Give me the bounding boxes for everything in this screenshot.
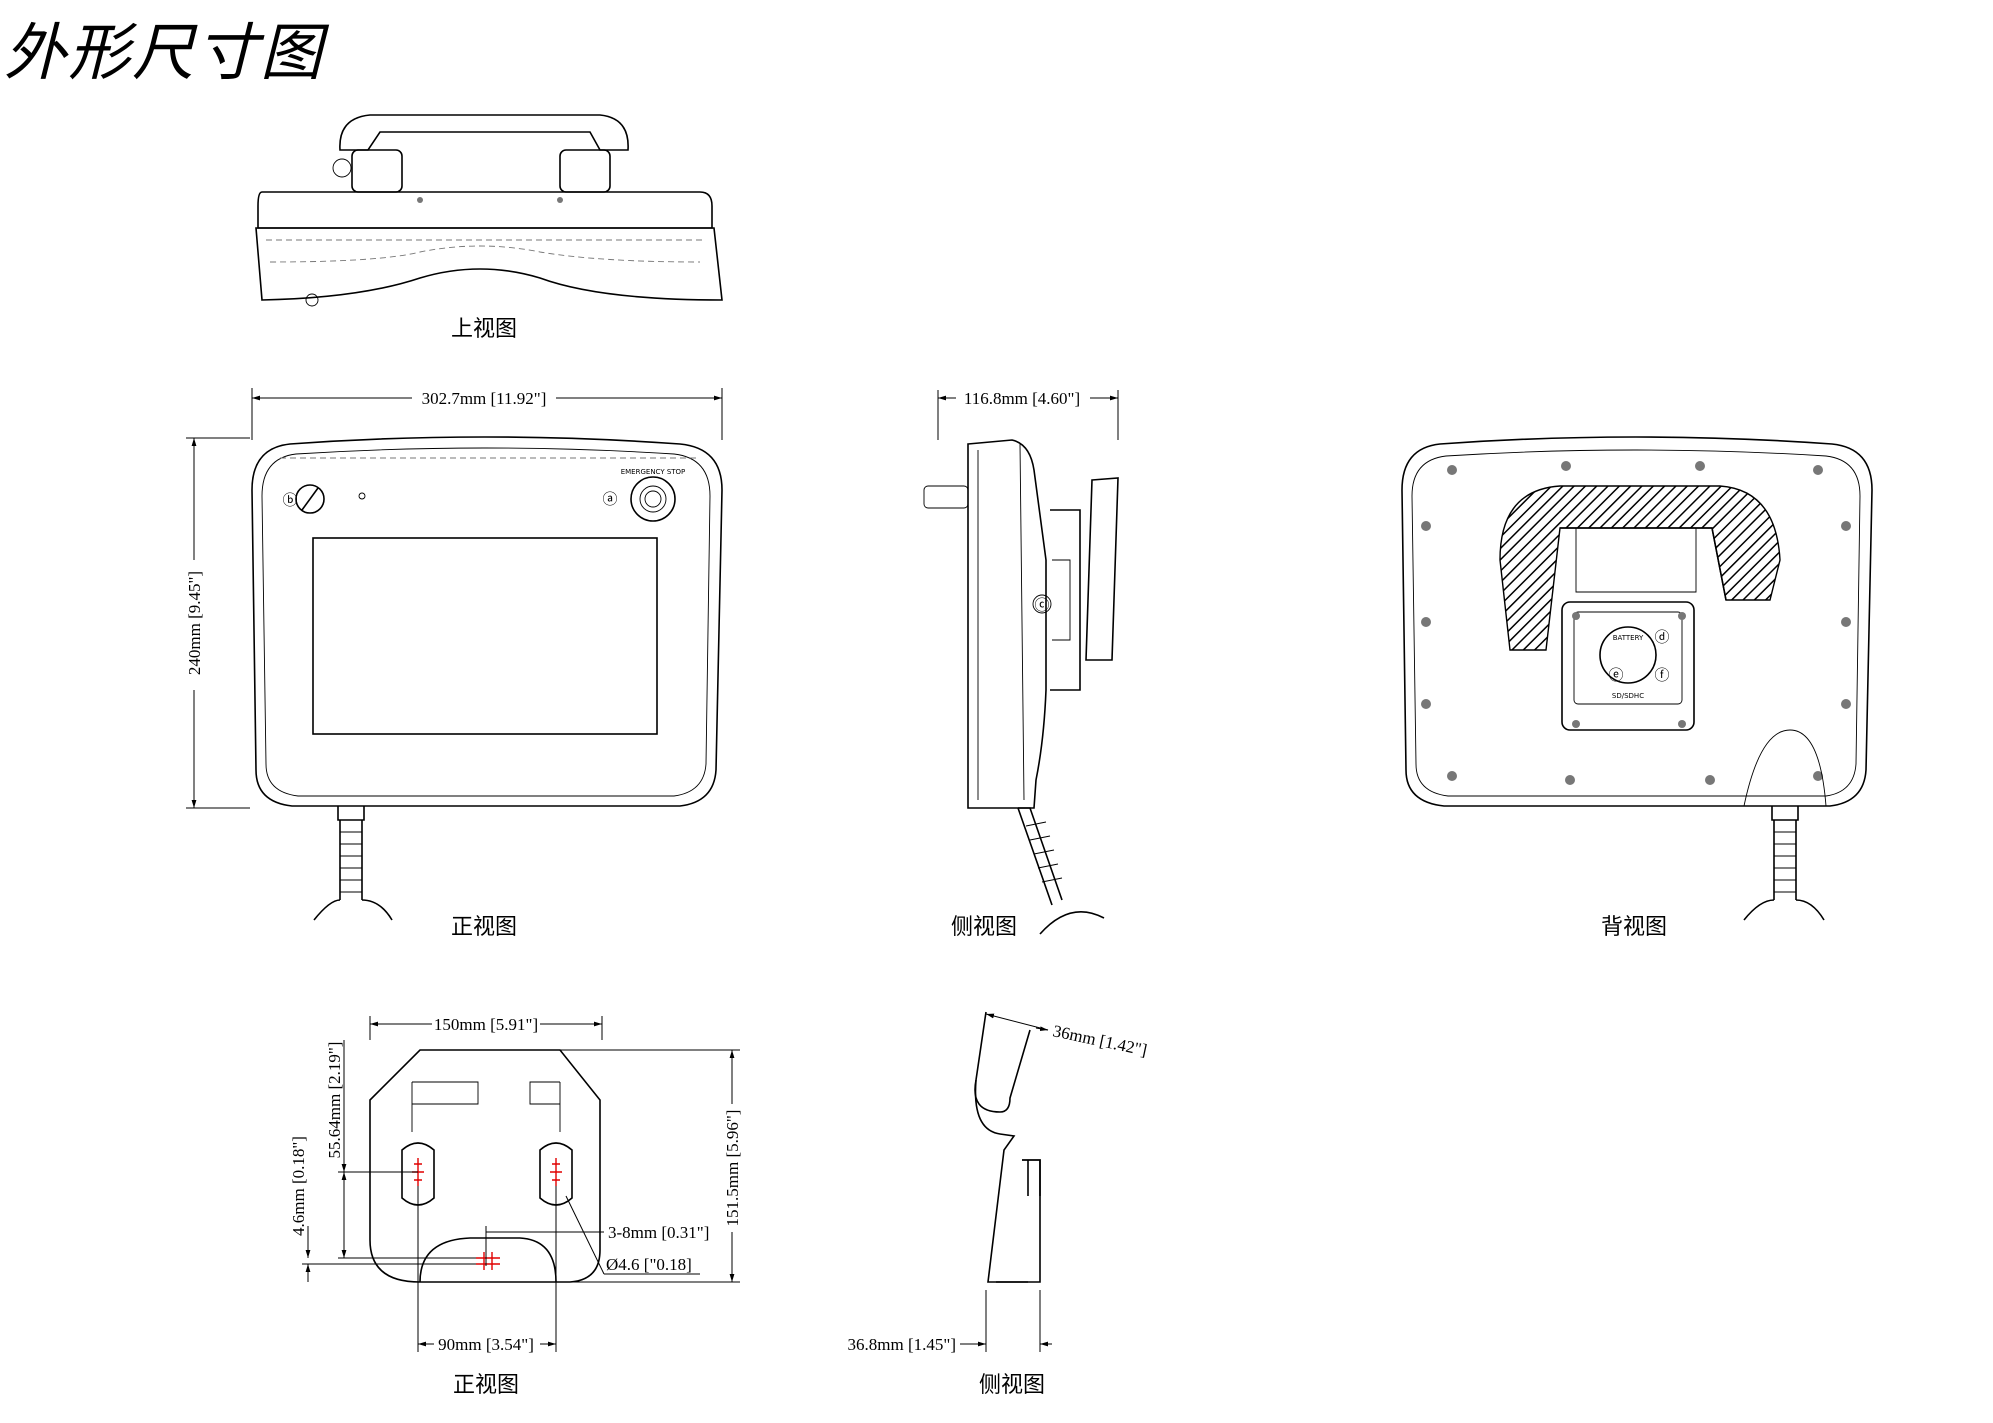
side-port-label: ⓒ (1034, 597, 1049, 614)
back-view: BATTERY ⓓ ⓔ ⓕ SD/SDHC 背视图 (1401, 436, 1873, 940)
bracket-slot-dim: 55.64mm [2.19"] (325, 1042, 344, 1159)
sd-text: SD/SDHC (1612, 692, 1644, 700)
bracket-side-bottom-dim: 36.8mm [1.45"] (848, 1335, 956, 1354)
bracket-hole-span-dim: 90mm [3.54"] (438, 1335, 534, 1354)
top-view-caption: 上视图 (451, 317, 517, 342)
bracket-screw-dim: 3-8mm [0.31"] (608, 1223, 709, 1242)
side-view-caption: 侧视图 (951, 915, 1017, 940)
bracket-side-top-dim: 36mm [1.42"] (1051, 1021, 1149, 1059)
side-view: 116.8mm [4.60"] ⓒ 侧视图 (923, 389, 1119, 940)
back-label-e: ⓔ (1608, 667, 1623, 684)
page-title: 外形尺寸图 (4, 16, 325, 89)
bracket-hole-dim: Ø4.6 ["0.18] (606, 1255, 692, 1274)
back-label-d: ⓓ (1654, 629, 1669, 646)
bracket-front-view: 150mm [5.91"] 151.5mm [5.96"] 55.64mm [2… (289, 1015, 742, 1398)
front-view: 302.7mm [11.92"] 240mm [9.45"] ⓑ EMERGEN… (185, 388, 723, 940)
estop-label: ⓐ (602, 491, 617, 508)
back-view-caption: 背视图 (1601, 915, 1667, 940)
bracket-width-dim: 150mm [5.91"] (434, 1015, 538, 1034)
back-label-f: ⓕ (1654, 667, 1669, 684)
key-switch-label: ⓑ (282, 492, 297, 509)
bracket-front-caption: 正视图 (453, 1373, 519, 1398)
bracket-height-dim: 151.5mm [5.96"] (723, 1110, 742, 1227)
side-depth-dim: 116.8mm [4.60"] (964, 389, 1080, 408)
estop-text: EMERGENCY STOP (621, 468, 686, 476)
bracket-side-view: 36mm [1.42"] 36.8mm [1.45"] 侧视图 (848, 1011, 1149, 1398)
front-height-dim: 240mm [9.45"] (185, 571, 204, 675)
bracket-side-caption: 侧视图 (979, 1373, 1045, 1398)
front-width-dim: 302.7mm [11.92"] (422, 389, 547, 408)
battery-text: BATTERY (1613, 634, 1644, 642)
bracket-small-dim: 4.6mm [0.18"] (289, 1136, 308, 1236)
top-view: 上视图 (255, 114, 723, 342)
front-view-caption: 正视图 (451, 915, 517, 940)
